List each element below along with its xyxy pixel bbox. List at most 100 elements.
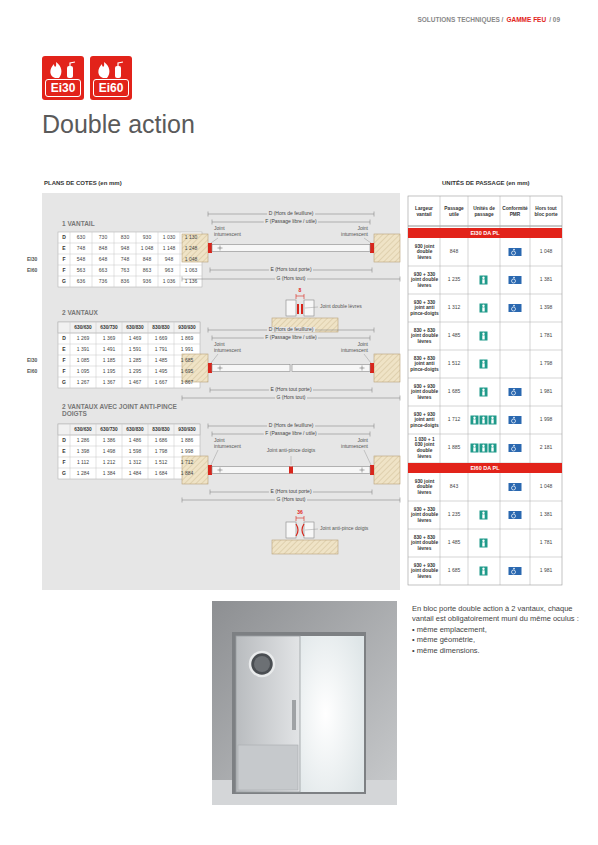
dimension-tick (400, 277, 401, 282)
row-letter: F (58, 457, 70, 468)
fire-rating-icon: Ei30 (42, 56, 84, 100)
pivot-mark (362, 366, 363, 371)
dimension-tick (304, 294, 305, 299)
dimension-tick (208, 424, 209, 429)
table-rule (96, 322, 97, 388)
table-cell: 1 130 (180, 232, 202, 243)
table-cell: 848 (92, 243, 114, 254)
table-rule (58, 435, 200, 436)
passage-unit-icon (482, 514, 484, 518)
door-leaf (292, 467, 370, 474)
pmr-icon (513, 445, 515, 447)
door-leaf (212, 245, 370, 252)
flame-symbol (50, 62, 61, 78)
rating-tag: EI30 (26, 355, 38, 366)
table-cell: 1 112 (70, 457, 96, 468)
table-header-cell: 930/930 (174, 424, 200, 435)
table-cell: 1 998 (530, 406, 562, 434)
table-cell: 1 684 (148, 468, 174, 479)
table-cell: 1 669 (148, 333, 174, 344)
double-lip-joint (297, 304, 299, 314)
dimension-label: D (Hors de feuillure) (267, 327, 315, 333)
table-cell: 2 181 (530, 434, 562, 462)
passage-unit-icon (473, 447, 475, 451)
door-leaf (212, 365, 290, 372)
row-letter: E (58, 344, 70, 355)
table-cell: 1 381 (530, 501, 562, 529)
header-line: SOLUTIONS TECHNIQUES /GAMME FEU/ 09 (417, 16, 560, 23)
table-cell: 1 235 (440, 501, 468, 529)
table-rule (500, 196, 501, 228)
rating-text: Ei60 (93, 79, 129, 97)
passage-unit-icon (480, 567, 488, 576)
table-cell: 930 + 330 joint double lèvres (409, 501, 440, 529)
pmr-icon (509, 444, 522, 452)
intumescent-joint (208, 465, 212, 475)
table-cell: 663 (92, 265, 114, 276)
table-cell: 1 195 (96, 366, 122, 377)
leaf-edge (286, 522, 296, 538)
table-cell: 843 (440, 473, 468, 501)
table-rule (148, 424, 149, 479)
dimension-label: E (Hors tout porte) (269, 489, 313, 495)
dimension-label: D (Hors de feuillure) (267, 211, 315, 217)
leader-line (211, 238, 218, 243)
dimension-tick (370, 220, 371, 225)
table-frame (58, 322, 200, 388)
row-letter: G (58, 468, 70, 479)
table-cell: 930 + 930 joint double lèvres (409, 378, 440, 406)
table-cell: 1 036 (158, 276, 180, 287)
table-cell: 1 598 (122, 446, 148, 457)
row-letter: F (58, 265, 70, 276)
rating-tag: EI60 (26, 366, 38, 377)
table-cell: 1 467 (122, 377, 148, 388)
table-cell: 1 212 (96, 457, 122, 468)
dimension-tick (296, 516, 297, 521)
table-rule (408, 294, 562, 295)
passage-unit-icon (491, 447, 493, 451)
table-cell: 563 (70, 265, 92, 276)
pmr-icon (512, 391, 516, 395)
table-cell: 763 (114, 265, 136, 276)
dimension-tick (304, 516, 305, 521)
table-cell: 1 781 (530, 529, 562, 557)
flame-symbol (98, 62, 109, 78)
table-rule (122, 424, 123, 479)
table-rule (58, 254, 202, 255)
joint-label: Joint intumescent (332, 438, 368, 450)
pmr-icon (513, 249, 515, 251)
table-cell: 1 491 (96, 344, 122, 355)
table-cell: 548 (70, 254, 92, 265)
passage-unit-icon (480, 511, 488, 520)
dimension-tick (182, 277, 183, 282)
passage-unit-icon (491, 445, 493, 447)
dimension-tick (374, 424, 375, 429)
table-rule (468, 196, 469, 228)
pmr-icon (513, 305, 515, 307)
row-letter: G (58, 377, 70, 388)
table-cell: 1 248 (180, 243, 202, 254)
table-cell: 1 991 (174, 344, 200, 355)
pivot-mark (220, 468, 221, 473)
dimension-tick (208, 328, 209, 333)
passage-unit-icon (480, 416, 488, 425)
pmr-icon (509, 388, 522, 396)
table-cell: 1 495 (148, 366, 174, 377)
table-rule (408, 322, 562, 323)
table-rule (440, 238, 441, 463)
table-cell: 930 + 930 joint anti pince-doigts (409, 406, 440, 434)
section-title: 2 VANTAUX (62, 309, 98, 316)
section-title: 1 VANTAIL (62, 220, 95, 227)
dimension-tick (182, 498, 183, 503)
dimension-label: F (Passage libre / utile) (264, 431, 318, 437)
dimension-tick (210, 268, 211, 273)
section-heading: PLANS DE COTES (en mm) (44, 180, 122, 187)
dimension-tick (212, 432, 213, 437)
pmr-icon (513, 389, 515, 391)
table-cell: 1 398 (530, 294, 562, 322)
row-letter: D (58, 435, 70, 446)
pmr-icon (509, 276, 522, 284)
table-cell: 1 712 (174, 457, 200, 468)
note-text: En bloc porte double action à 2 vantaux,… (412, 604, 582, 624)
table-header-cell: 830/830 (148, 322, 174, 333)
